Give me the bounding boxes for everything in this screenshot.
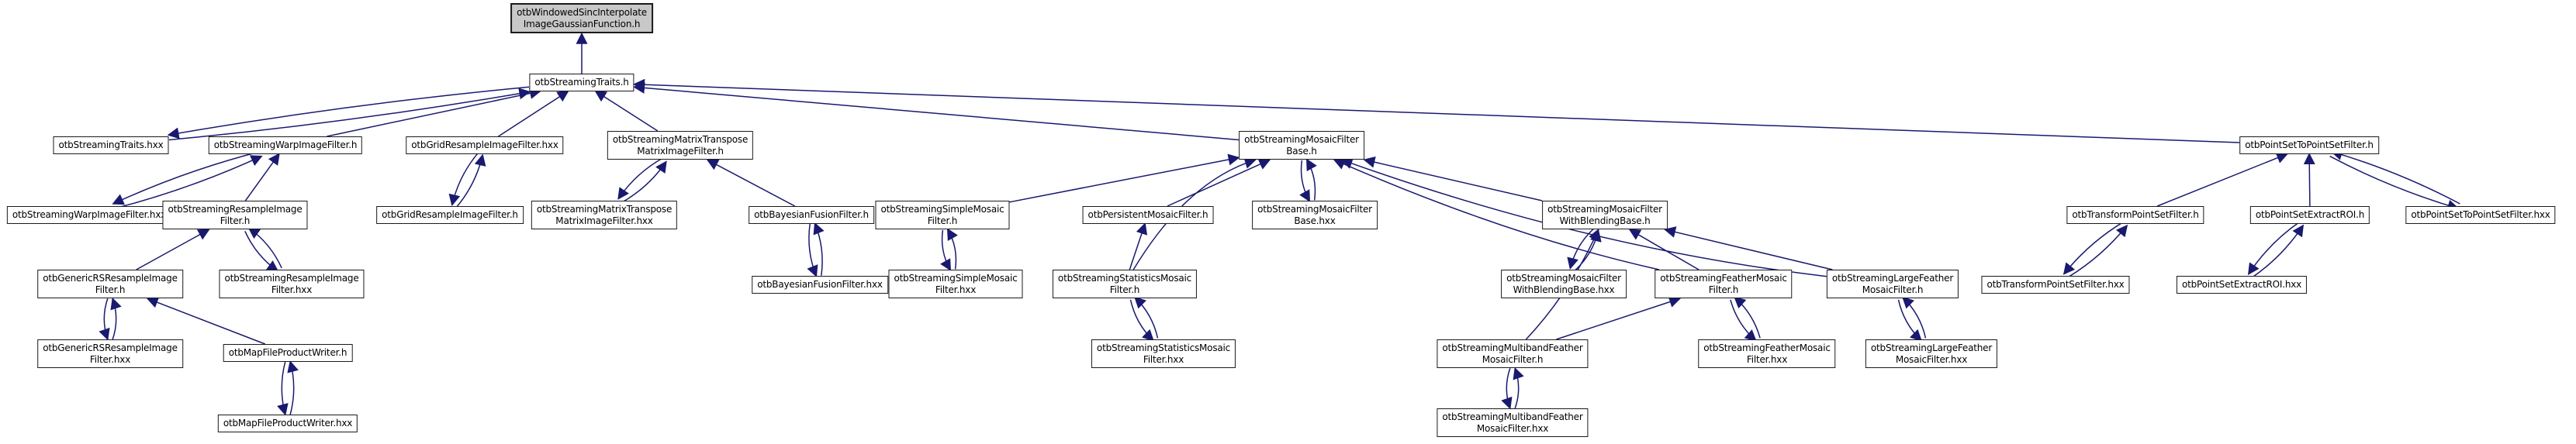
node-multiband-h[interactable]: otbStreamingMultibandFeather MosaicFilte… xyxy=(1437,339,1589,369)
edge-warp_h-traits_h xyxy=(327,88,542,137)
edge-pset2pset_h-pset2pset_hxx-back xyxy=(2329,155,2460,212)
edge-genericrs_hxx-genericrs_h xyxy=(110,297,122,340)
edge-largefeather_hxx-largefeather_h xyxy=(1902,296,1927,339)
edge-bayes_h-bayes_hxx-back xyxy=(807,223,818,277)
node-mosaicbase-h[interactable]: otbStreamingMosaicFilter Base.h xyxy=(1239,131,1364,160)
edge-mosaicbase_h-traits_h xyxy=(633,81,1240,141)
node-mapfile-h[interactable]: otbMapFileProductWriter.h xyxy=(223,344,353,362)
edge-resample_h-resample_hxx-back xyxy=(244,230,279,272)
node-genericrs-hxx[interactable]: otbGenericRSResampleImage Filter.hxx xyxy=(37,339,183,369)
node-grid-h[interactable]: otbGridResampleImageFilter.h xyxy=(376,206,524,224)
node-blending-hxx[interactable]: otbStreamingMosaicFilter WithBlendingBas… xyxy=(1501,270,1627,299)
edge-feather_h-feather_hxx-back xyxy=(1730,299,1757,342)
node-persistent-h[interactable]: otbPersistentMosaicFilter.h xyxy=(1082,206,1214,224)
edge-matrix_h-matrix_hxx-back xyxy=(617,157,663,200)
edge-warp_hxx-warp_h xyxy=(114,155,263,209)
edge-feather_hxx-feather_h xyxy=(1734,296,1761,339)
node-stats-h[interactable]: otbStreamingStatisticsMosaic Filter.h xyxy=(1052,270,1198,299)
edge-stats_h-stats_hxx-back xyxy=(1129,299,1154,342)
edge-resample_h-warp_h xyxy=(244,153,280,201)
edge-largefeather_h-blending_h xyxy=(1664,226,1833,270)
node-grid-hxx[interactable]: otbGridResampleImageFilter.hxx xyxy=(406,136,564,154)
edge-stats_hxx-stats_h xyxy=(1134,296,1159,339)
edge-genericrs_h-resample_h xyxy=(136,229,210,270)
node-blending-h[interactable]: otbStreamingMosaicFilter WithBlendingBas… xyxy=(1542,201,1668,230)
node-stats-hxx[interactable]: otbStreamingStatisticsMosaic Filter.hxx xyxy=(1091,339,1236,369)
edge-pset2pset_hxx-pset2pset_h xyxy=(2330,149,2460,205)
node-pset2pset-h[interactable]: otbPointSetToPointSetFilter.h xyxy=(2239,136,2379,154)
node-matrix-hxx[interactable]: otbStreamingMatrixTranspose MatrixImageF… xyxy=(531,201,678,230)
edge-bayes_hxx-bayes_h xyxy=(813,222,825,276)
edge-simple_h-simple_hxx-back xyxy=(940,229,952,271)
edge-persistent_h-mosaicbase_h xyxy=(1167,159,1271,207)
edge-traits_hxx-traits_h xyxy=(168,88,531,141)
node-feather-h[interactable]: otbStreamingFeatherMosaic Filter.h xyxy=(1655,270,1793,299)
edge-mapfile_hxx-mapfile_h xyxy=(287,360,299,415)
node-warp-hxx[interactable]: otbStreamingWarpImageFilter.hxx xyxy=(6,206,172,224)
edge-largefeather_h-largefeather_hxx-back xyxy=(1897,299,1922,342)
edge-simple_hxx-simple_h xyxy=(946,228,958,270)
node-bayes-h[interactable]: otbBayesianFusionFilter.h xyxy=(749,206,874,224)
edge-stats_h-mosaicbase_h xyxy=(1132,157,1257,270)
edge-transform_h-pset2pset_h xyxy=(2156,152,2289,207)
node-transform-hxx[interactable]: otbTransformPointSetFilter.hxx xyxy=(1981,276,2130,294)
node-traits-hxx[interactable]: otbStreamingTraits.hxx xyxy=(53,136,169,154)
node-matrix-h[interactable]: otbStreamingMatrixTranspose MatrixImageF… xyxy=(607,131,754,160)
edge-extractroi_hxx-extractroi_h xyxy=(2251,224,2305,278)
node-transform-h[interactable]: otbTransformPointSetFilter.h xyxy=(2066,206,2204,224)
node-largefeather-h[interactable]: otbStreamingLargeFeather MosaicFilter.h xyxy=(1826,270,1959,299)
edge-grid_hxx-grid_h-back xyxy=(448,152,479,207)
node-extractroi-hxx[interactable]: otbPointSetExtractROI.hxx xyxy=(2176,276,2308,294)
node-simple-hxx[interactable]: otbStreamingSimpleMosaic Filter.hxx xyxy=(888,270,1023,299)
edge-resample_hxx-resample_h xyxy=(247,227,282,269)
node-feather-hxx[interactable]: otbStreamingFeatherMosaic Filter.hxx xyxy=(1698,339,1836,369)
node-mapfile-hxx[interactable]: otbMapFileProductWriter.hxx xyxy=(217,415,358,432)
edge-grid_hxx-traits_h xyxy=(498,90,569,137)
edge-bayes_h-matrix_h xyxy=(706,159,796,207)
edge-mapfile_h-mapfile_hxx-back xyxy=(277,361,289,416)
edge-multiband_h-feather_h xyxy=(1556,296,1682,340)
edge-extractroi_h-pset2pset_h xyxy=(2303,153,2315,207)
edge-transform_h-transform_hxx-back xyxy=(2063,221,2125,275)
edge-matrix_h-traits_h xyxy=(594,90,659,132)
node-multiband-hxx[interactable]: otbStreamingMultibandFeather MosaicFilte… xyxy=(1437,408,1589,438)
edge-feather_h-mosaicbase_h xyxy=(1333,158,1660,270)
node-windowed: otbWindowedSincInterpolate ImageGaussian… xyxy=(510,3,653,34)
edge-traits_h-traits_hxx-back xyxy=(167,86,530,139)
edge-simple_h-mosaicbase_h xyxy=(1009,153,1240,203)
node-warp-h[interactable]: otbStreamingWarpImageFilter.h xyxy=(208,136,363,154)
edge-mapfile_h-genericrs_h xyxy=(146,297,266,345)
edge-multiband_hxx-multiband_h xyxy=(1513,367,1524,409)
edge-transform_hxx-transform_h xyxy=(2066,224,2128,279)
node-bayes-hxx[interactable]: otbBayesianFusionFilter.hxx xyxy=(752,276,888,294)
node-simple-h[interactable]: otbStreamingSimpleMosaic Filter.h xyxy=(875,201,1010,230)
edge-stats_h-persistent_h xyxy=(1129,222,1148,270)
edge-genericrs_h-genericrs_hxx-back xyxy=(99,298,110,341)
edge-largefeather_h-mosaicbase_h xyxy=(1340,157,1827,277)
node-resample-h[interactable]: otbStreamingResampleImage Filter.h xyxy=(162,201,308,230)
node-pset2pset-hxx[interactable]: otbPointSetToPointSetFilter.hxx xyxy=(2405,206,2556,224)
node-extractroi-h[interactable]: otbPointSetExtractROI.h xyxy=(2249,206,2370,224)
edge-matrix_hxx-matrix_h xyxy=(621,160,667,204)
edge-mosaicbase_hxx-mosaicbase_h xyxy=(1305,158,1317,201)
node-resample-hxx[interactable]: otbStreamingResampleImage Filter.hxx xyxy=(219,270,365,299)
node-largefeather-hxx[interactable]: otbStreamingLargeFeather MosaicFilter.hx… xyxy=(1865,339,1998,369)
edge-feather_h-blending_h xyxy=(1628,229,1699,270)
edge-pset2pset_h-traits_h xyxy=(633,78,2240,143)
node-mosaicbase-hxx[interactable]: otbStreamingMosaicFilter Base.hxx xyxy=(1252,201,1378,230)
edge-mosaicbase_h-mosaicbase_hxx-back xyxy=(1299,160,1311,202)
edge-blending_h-mosaicbase_h xyxy=(1363,156,1543,201)
node-traits-h[interactable]: otbStreamingTraits.h xyxy=(529,74,634,91)
edge-multiband_h-multiband_hxx-back xyxy=(1501,368,1513,410)
edge-extractroi_h-extractroi_hxx-back xyxy=(2247,221,2301,276)
node-genericrs-h[interactable]: otbGenericRSResampleImage Filter.h xyxy=(37,270,183,299)
edge-warp_h-warp_hxx-back xyxy=(112,150,261,205)
